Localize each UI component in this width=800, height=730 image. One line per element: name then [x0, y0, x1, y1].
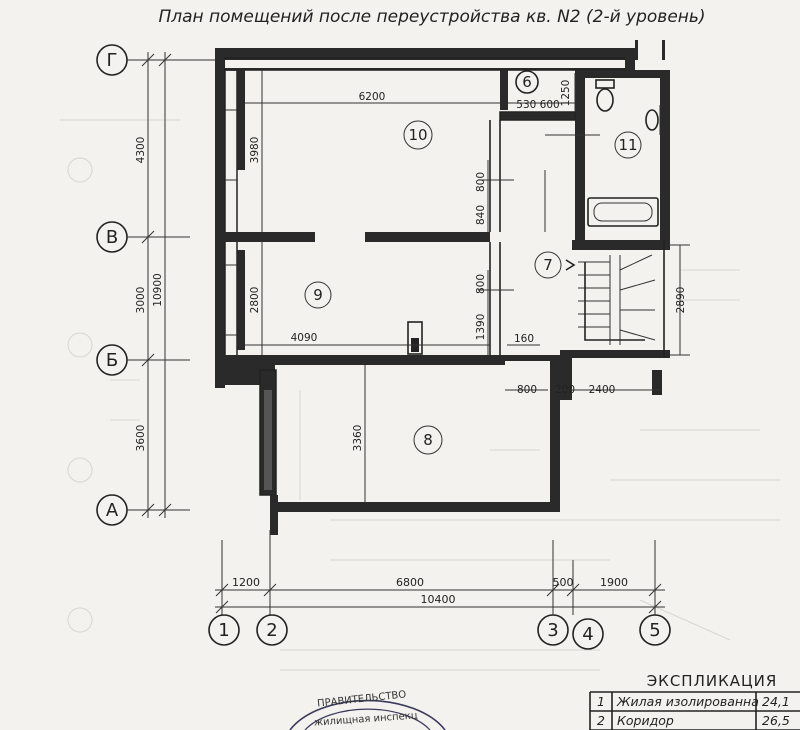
room-7: 7 [534, 251, 576, 279]
walls [215, 40, 670, 535]
axis-row-b: Б [96, 344, 190, 376]
dim-3360: 3360 [352, 425, 364, 452]
axis-row-v-label: В [106, 227, 118, 248]
explication-row: 2 Коридор 26,5 [597, 713, 790, 728]
dim-3980: 3980 [249, 137, 261, 164]
explication-row: 1 Жилая изолированна 24,1 [597, 694, 790, 709]
axis-col-5-label: 5 [649, 620, 660, 641]
room-6-label: 6 [522, 73, 532, 91]
radiator-icon [407, 321, 423, 355]
staircase [578, 254, 656, 345]
explication-row-2-area: 26,5 [762, 713, 790, 728]
axis-col-4-label: 4 [582, 624, 593, 645]
bathtub-icon [587, 197, 659, 227]
room-7-label: 7 [543, 256, 553, 274]
room-9-label: 9 [313, 286, 323, 304]
room-9: 9 [304, 281, 332, 309]
dim-800-upper: 800 [475, 172, 487, 192]
room-11: 11 [614, 131, 642, 159]
stamp-line-1: ПРАВИТЕЛЬСТВО [317, 689, 407, 709]
room-10: 10 [403, 120, 433, 150]
dim-2800: 2800 [249, 287, 261, 314]
dim-10900: 10900 [152, 273, 164, 306]
axis-col-5: 5 [639, 614, 671, 646]
plan-title: План помещений после переустройства кв. … [158, 7, 705, 27]
stamp-line-2: жилищная инспекц [314, 710, 418, 728]
room-6: 6 [515, 70, 539, 94]
dim-1200: 1200 [232, 576, 260, 589]
dim-160: 160 [514, 333, 534, 345]
bottom-dimension-chain: 1200 6800 500 1900 10400 [215, 530, 665, 615]
dim-2400: 2400 [589, 384, 616, 396]
interior-dimension-lines [245, 70, 690, 502]
dim-200: 200 [555, 384, 575, 396]
explication-table: ЭКСПЛИКАЦИЯ 1 Жилая изолированна 24,1 2 … [589, 672, 800, 730]
axis-col-1: 1 [208, 614, 240, 646]
dim-4090: 4090 [291, 332, 318, 344]
dim-840: 840 [475, 205, 487, 225]
room-11-label: 11 [618, 136, 637, 154]
room-8-label: 8 [423, 431, 433, 449]
dim-1900: 1900 [600, 576, 628, 589]
seal-stamp: ПРАВИТЕЛЬСТВО жилищная инспекц [289, 689, 446, 730]
dim-500: 500 [553, 576, 574, 589]
axis-col-3-label: 3 [547, 620, 558, 641]
explication-row-1-area: 24,1 [762, 694, 790, 709]
axis-row-b-label: Б [106, 350, 118, 371]
axis-row-a: А [96, 494, 190, 526]
room-8: 8 [413, 425, 443, 455]
dim-2890: 2890 [675, 287, 687, 314]
axis-row-g-label: Г [107, 50, 118, 71]
room-10-label: 10 [408, 126, 427, 144]
explication-row-1-num: 1 [597, 694, 605, 709]
axis-col-4: 4 [572, 618, 604, 650]
dim-1250: 1250 [560, 80, 572, 107]
dim-6200: 6200 [359, 91, 386, 103]
axis-row-v: В [96, 221, 190, 253]
dim-530-600: 530 600 [516, 99, 559, 111]
dim-1390: 1390 [475, 314, 487, 341]
dim-800-bottom: 800 [517, 384, 537, 396]
dim-6800: 6800 [396, 576, 424, 589]
axis-col-2: 2 [256, 614, 288, 646]
dim-800-lower: 800 [475, 274, 487, 294]
left-dimension-chain: 4300 3000 10900 3600 [135, 52, 172, 518]
axis-row-g: Г [96, 44, 215, 76]
explication-title: ЭКСПЛИКАЦИЯ [647, 672, 778, 690]
dim-3600: 3600 [135, 425, 147, 452]
sink-icon [645, 105, 661, 135]
dim-4300: 4300 [135, 137, 147, 164]
toilet-icon [595, 79, 615, 112]
dim-10400: 10400 [421, 593, 456, 606]
axis-col-1-label: 1 [218, 620, 229, 641]
axis-row-a-label: А [106, 500, 119, 521]
explication-row-2-num: 2 [597, 713, 605, 728]
explication-row-1-name: Жилая изолированна [616, 694, 759, 709]
explication-row-2-name: Коридор [617, 713, 674, 728]
dim-3000: 3000 [135, 287, 147, 314]
axis-col-3: 3 [537, 614, 569, 646]
axis-col-2-label: 2 [266, 620, 277, 641]
